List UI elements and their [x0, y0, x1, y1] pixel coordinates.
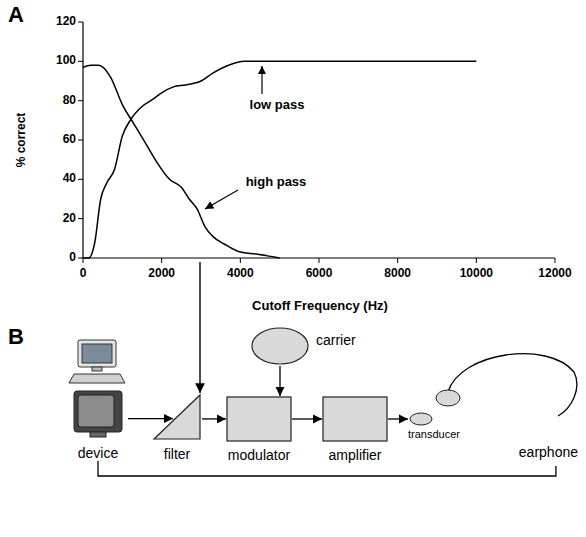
- tv-screen: [78, 395, 114, 427]
- x-tick: [161, 258, 162, 263]
- connector: [388, 418, 408, 419]
- tick-label: 20: [63, 212, 76, 226]
- node-label: modulator: [228, 447, 290, 463]
- tick-label: 2000: [148, 267, 175, 281]
- process-box: [322, 396, 388, 442]
- axis-title: % correct: [15, 113, 29, 168]
- tick-label: 120: [56, 15, 76, 29]
- carrier-node: carrier: [250, 326, 356, 366]
- monitor-screen: [82, 344, 112, 363]
- response-curve: [83, 61, 476, 258]
- tick-label: 80: [63, 94, 76, 108]
- connector: [202, 418, 226, 419]
- panel-letter: A: [8, 2, 24, 27]
- tv-set: [74, 391, 122, 432]
- keyboard: [69, 374, 125, 383]
- process-box-outline: [323, 397, 387, 441]
- y-tick: [78, 258, 83, 259]
- filter-triangle-outline: [154, 395, 200, 439]
- process-box: [226, 396, 292, 442]
- connector: [98, 461, 556, 476]
- chart-axes: [78, 22, 555, 263]
- tick-label: 0: [69, 251, 76, 265]
- axis-title: Cutoff Frequency (Hz): [252, 299, 388, 314]
- tick-label: 4000: [227, 267, 254, 281]
- carrier-ellipse-outline: [252, 328, 308, 364]
- leader-line: [205, 190, 238, 209]
- y-tick: [78, 179, 83, 180]
- tick-label: 40: [63, 172, 76, 186]
- tick-label: 100: [56, 54, 76, 68]
- computer-monitor: [78, 340, 116, 367]
- tick-label: 6000: [306, 267, 333, 281]
- connector: [292, 418, 322, 419]
- earphone-head: [408, 338, 582, 426]
- node-label: earphone: [519, 444, 578, 460]
- chart-curves: [83, 61, 476, 258]
- y-tick: [78, 61, 83, 62]
- ear-pad: [436, 390, 460, 406]
- connector: [128, 418, 173, 419]
- tv-stand: [90, 432, 106, 437]
- node-label: amplifier: [329, 447, 382, 463]
- x-tick: [555, 258, 556, 263]
- x-tick: [240, 258, 241, 263]
- filter-node: filter: [152, 393, 202, 462]
- connector: [279, 366, 280, 396]
- modulator-node: modulator: [226, 396, 292, 463]
- x-tick: [476, 258, 477, 263]
- tick-label: 12000: [538, 267, 571, 281]
- process-box-outline: [227, 397, 291, 441]
- curve-label: high pass: [246, 175, 307, 190]
- leader-line: [261, 66, 262, 94]
- tick-label: 8000: [384, 267, 411, 281]
- x-tick: [319, 258, 320, 263]
- node-label: carrier: [316, 332, 356, 348]
- cutoff-arrow: [199, 262, 200, 393]
- node-label: device: [78, 445, 118, 461]
- tick-label: 60: [63, 133, 76, 147]
- tick-label: 0: [80, 267, 87, 281]
- x-tick: [397, 258, 398, 263]
- device-icons: [68, 338, 128, 440]
- curve-label: low pass: [250, 98, 305, 113]
- y-tick: [78, 100, 83, 101]
- node-label: filter: [164, 446, 190, 462]
- tick-label: 10000: [460, 267, 493, 281]
- filter-triangle: [152, 393, 202, 441]
- carrier-ellipse: [250, 326, 310, 366]
- device-node: device: [68, 338, 128, 461]
- monitor-stand: [92, 367, 102, 371]
- panel-letter: B: [8, 324, 24, 349]
- amplifier-node: amplifier: [322, 396, 388, 463]
- response-curve: [83, 65, 280, 258]
- transducer-oval: [408, 412, 434, 426]
- transducer-oval-outline: [410, 413, 432, 425]
- y-tick: [78, 22, 83, 23]
- head-outline: [448, 354, 577, 416]
- y-tick: [78, 140, 83, 141]
- node-label: transducer: [408, 428, 460, 441]
- earphone-node: transducer earphone: [408, 338, 582, 466]
- y-tick: [78, 218, 83, 219]
